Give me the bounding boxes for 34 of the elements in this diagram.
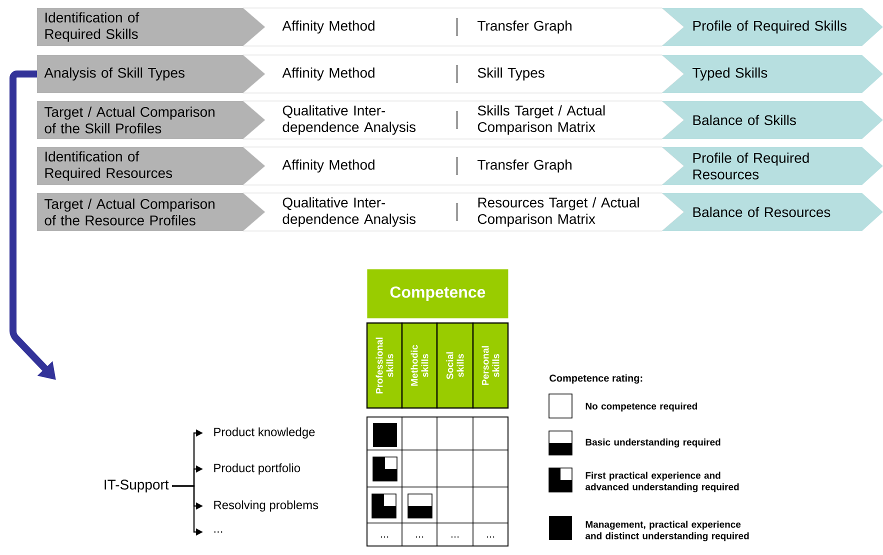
result-box: Profile of Required Skills bbox=[662, 8, 883, 46]
ellipsis-text: ... bbox=[380, 536, 388, 538]
ellipsis-text: ... bbox=[451, 536, 459, 538]
ellipsis-text: ... bbox=[416, 536, 424, 538]
result-box: Profile of Required Resources bbox=[662, 147, 883, 185]
item-label: Resolving problems bbox=[214, 500, 318, 512]
process-step-box: Target / Actual Comparison of the Skill Profiles bbox=[37, 101, 265, 139]
column-header: Social skills bbox=[436, 322, 474, 409]
result-box: Balance of Skills bbox=[662, 101, 883, 139]
item-label: ... bbox=[214, 531, 222, 533]
method-box: Affinity Method Transfer Graph bbox=[242, 8, 684, 46]
process-step-box: Identification of Required Resources bbox=[37, 147, 265, 185]
ellipsis-text: ... bbox=[486, 536, 494, 538]
category-label: IT-Support bbox=[104, 480, 169, 492]
process-step-box: Analysis of Skill Types bbox=[37, 55, 265, 93]
method-box: Affinity Method Transfer Graph bbox=[242, 146, 684, 186]
column-header: Methodic skills bbox=[401, 322, 438, 409]
result-box: Typed Skills bbox=[662, 55, 883, 93]
method-box: Qualitative Inter- dependence Analysis Resources Target / Actual Comparison Matrix bbox=[242, 192, 684, 232]
legend-text: No competence required bbox=[586, 402, 697, 412]
item-label: Product knowledge bbox=[214, 427, 315, 439]
header-box: Competence bbox=[367, 269, 508, 318]
item-label: Product portfolio bbox=[214, 463, 300, 475]
column-header: Personal skills bbox=[472, 322, 509, 409]
legend-title: Competence rating: bbox=[550, 374, 642, 384]
legend-text: Management, practical experience and distinct understanding required bbox=[586, 520, 749, 542]
column-header: Professional skills bbox=[366, 322, 403, 409]
result-box: Balance of Resources bbox=[662, 193, 883, 231]
process-step-box: Target / Actual Comparison of the Resource Profiles bbox=[37, 193, 265, 231]
method-box: Qualitative Inter- dependence Analysis Skills Target / Actual Comparison Matrix bbox=[242, 100, 684, 140]
process-step-box: Identification of Required Skills bbox=[37, 8, 265, 46]
legend-text: First practical experience and advanced understanding required bbox=[586, 472, 739, 492]
legend-text: Basic understanding required bbox=[586, 438, 720, 448]
method-box: Affinity Method Skill Types bbox=[242, 54, 684, 94]
